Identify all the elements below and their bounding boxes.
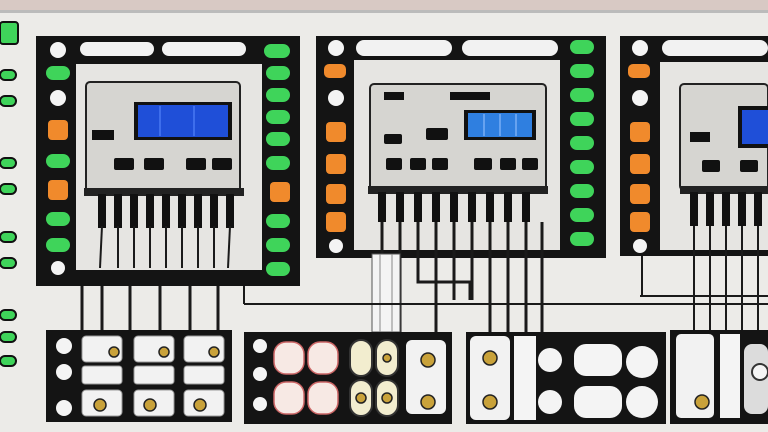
left-indicator-strip xyxy=(0,21,19,367)
bus-wiring xyxy=(243,250,768,305)
terminal-block-4 xyxy=(670,330,768,424)
wire-duct xyxy=(371,253,401,333)
module-2 xyxy=(316,36,606,258)
module-3 xyxy=(620,36,768,330)
module-1-wiring xyxy=(80,286,220,330)
terminal-block-3 xyxy=(466,332,666,424)
module-1 xyxy=(36,36,300,286)
module-1-screen xyxy=(138,105,228,137)
module-3-screen xyxy=(742,110,768,144)
terminal-block-1 xyxy=(46,330,232,422)
top-rail xyxy=(0,0,768,10)
terminal-block-2 xyxy=(244,332,452,424)
